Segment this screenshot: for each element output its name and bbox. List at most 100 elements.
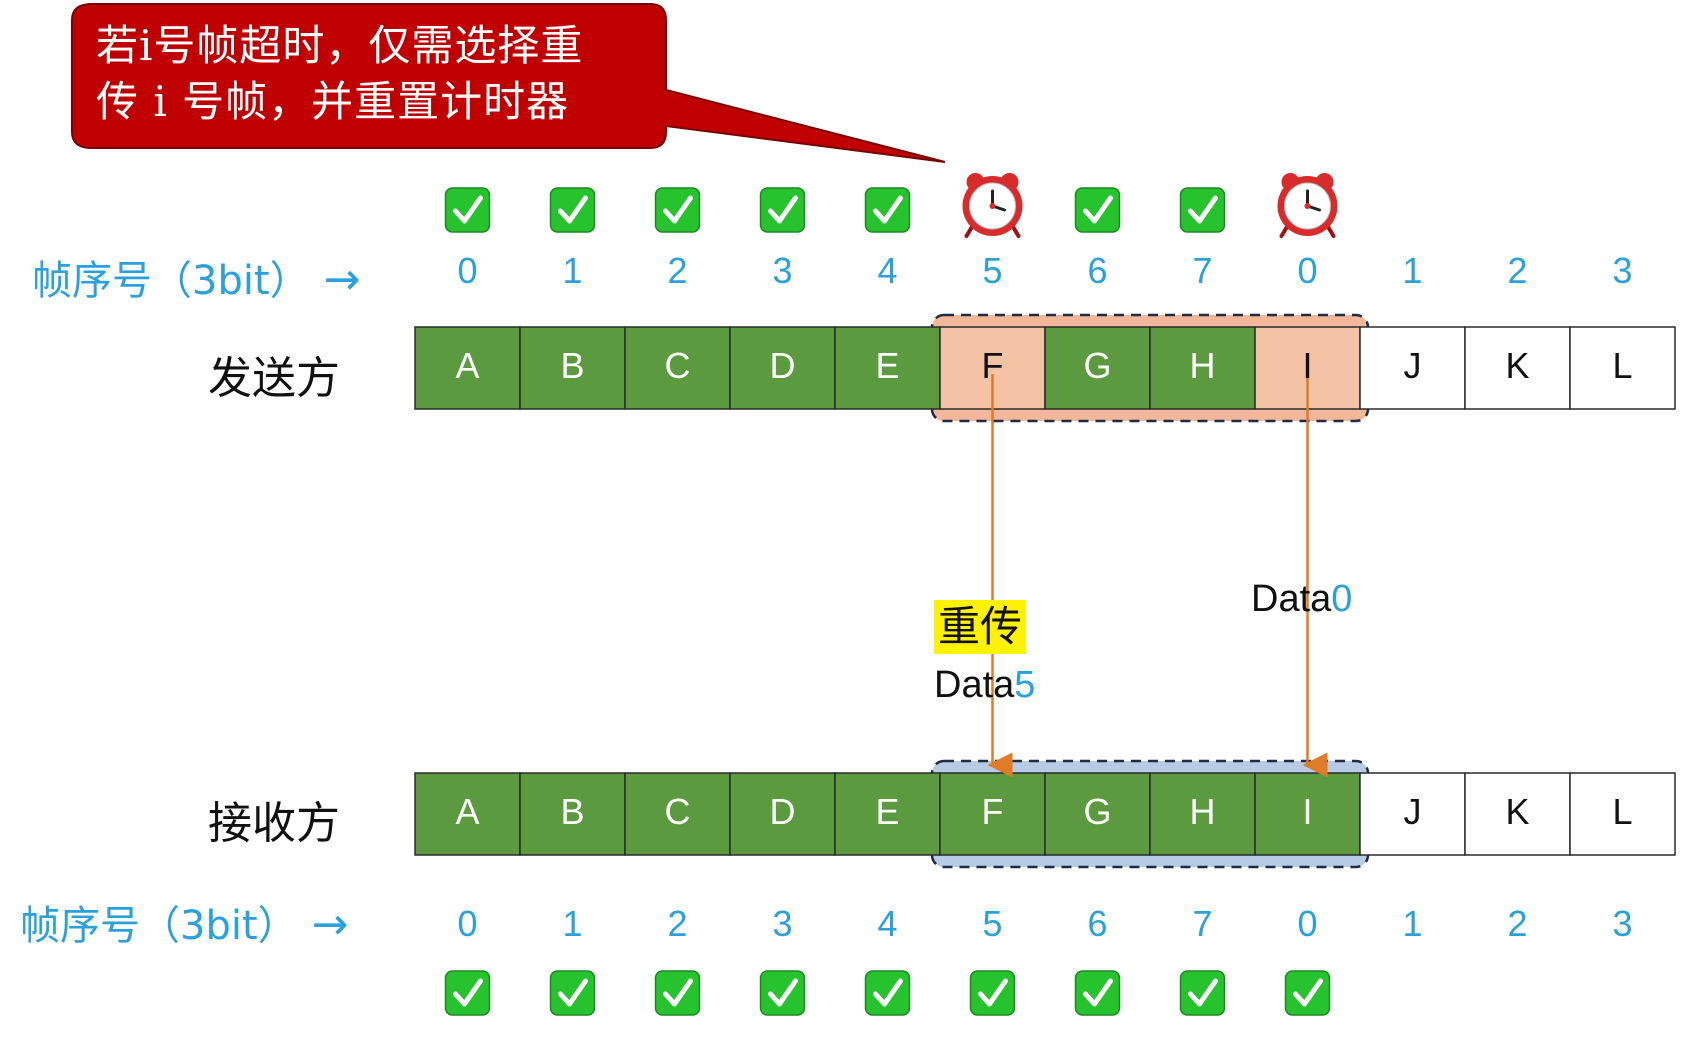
sender-seq-number: 2 — [1507, 250, 1528, 291]
receiver-frame-cell — [519, 772, 626, 856]
data-seq-num: 0 — [1331, 578, 1353, 620]
receiver-frame-label: B — [560, 791, 585, 832]
sender-title: 发送方 — [208, 353, 340, 404]
sender-frame-label: B — [560, 345, 585, 386]
data5-label: Data5 — [934, 664, 1035, 707]
receiver-seq-number: 6 — [1087, 903, 1108, 944]
sender-frame-label: E — [875, 345, 900, 386]
check-mark-icon — [1074, 187, 1121, 233]
receiver-title: 接收方 — [208, 798, 340, 849]
receiver-frame-label: F — [981, 791, 1004, 832]
receiver-seq-number: 5 — [982, 903, 1003, 944]
check-mark-icon — [864, 970, 911, 1016]
seq-label-text: 帧序号（3bit） — [20, 903, 298, 949]
receiver-frame-label: L — [1612, 791, 1633, 832]
receiver-frame-cell — [1569, 772, 1676, 856]
right-arrow-icon: → — [323, 254, 361, 305]
check-mark-icon — [549, 970, 596, 1016]
receiver-frame-cell — [939, 772, 1046, 856]
sender-frame-label: H — [1189, 345, 1216, 386]
receiver-seq-number: 7 — [1192, 903, 1213, 944]
check-mark-icon — [1074, 970, 1121, 1016]
callout-text: 若i号帧超时，仅需选择重 传 i 号帧，并重置计时器 — [96, 18, 656, 130]
data-word: Data — [1251, 578, 1332, 620]
receiver-seq-number: 3 — [1612, 903, 1633, 944]
check-mark-icon — [1179, 187, 1226, 233]
alarm-clock-icon — [962, 173, 1023, 238]
sender-frame-label: I — [1302, 345, 1313, 386]
sender-frame-cell — [834, 326, 941, 410]
sender-frame-cell — [1359, 326, 1466, 410]
sender-frame-cell — [1464, 326, 1571, 410]
sender-seq-number: 4 — [877, 250, 898, 291]
sender-seq-number: 1 — [1402, 250, 1423, 291]
receiver-seq-number: 1 — [562, 903, 583, 944]
sender-seq-number: 3 — [772, 250, 793, 291]
sender-frame-cell — [1044, 326, 1151, 410]
receiver-frame-label: J — [1403, 791, 1422, 832]
receiver-frame-label: C — [664, 791, 691, 832]
sender-frame-label: C — [664, 345, 691, 386]
receiver-frame-label: E — [875, 791, 900, 832]
receiver-frame-label: K — [1505, 791, 1530, 832]
data-word: Data — [934, 664, 1015, 706]
receiver-frame-label: I — [1302, 791, 1313, 832]
receiver-frame-label: G — [1083, 791, 1112, 832]
check-mark-icon — [444, 187, 491, 233]
check-mark-icon — [549, 187, 596, 233]
callout-line-2: 传 i 号帧，并重置计时器 — [96, 77, 570, 126]
check-mark-icon — [864, 187, 911, 233]
check-mark-icon — [654, 187, 701, 233]
sender-seq-label: 帧序号（3bit） → — [32, 248, 361, 306]
alarm-clock-icon — [1277, 173, 1338, 238]
receiver-frame-cell — [624, 772, 731, 856]
receiver-frame-cell — [834, 772, 941, 856]
data0-label: Data0 — [1251, 578, 1352, 621]
sender-frame-cell — [729, 326, 836, 410]
check-mark-icon — [759, 970, 806, 1016]
sender-seq-number: 3 — [1612, 250, 1633, 291]
sender-frame-cell — [1569, 326, 1676, 410]
sender-frame-label: F — [981, 345, 1004, 386]
sender-frame-label: K — [1505, 345, 1530, 386]
sender-seq-number: 7 — [1192, 250, 1213, 291]
receiver-seq-number: 0 — [457, 903, 478, 944]
sender-seq-number: 2 — [667, 250, 688, 291]
sender-seq-number: 0 — [457, 250, 478, 291]
receiver-frame-cell — [1359, 772, 1466, 856]
receiver-frame-cell — [1044, 772, 1151, 856]
receiver-frame-label: A — [455, 791, 480, 832]
seq-label-text: 帧序号（3bit） — [32, 258, 310, 304]
receiver-seq-number: 2 — [667, 903, 688, 944]
receiver-frame-cell — [414, 772, 521, 856]
right-arrow-icon: → — [311, 899, 349, 950]
check-mark-icon — [1179, 970, 1226, 1016]
receiver-seq-number: 0 — [1297, 903, 1318, 944]
sender-seq-number: 1 — [562, 250, 583, 291]
retransmit-tag: 重传 — [934, 600, 1027, 654]
sender-frame-cell — [624, 326, 731, 410]
receiver-seq-label: 帧序号（3bit） → — [20, 893, 349, 951]
sender-frame-label: J — [1403, 345, 1422, 386]
receiver-seq-number: 4 — [877, 903, 898, 944]
check-mark-icon — [654, 970, 701, 1016]
sender-seq-number: 5 — [982, 250, 1003, 291]
check-mark-icon — [759, 187, 806, 233]
callout-line-1: 若i号帧超时，仅需选择重 — [96, 21, 584, 70]
check-mark-icon — [1284, 970, 1331, 1016]
sender-frame-label: D — [769, 345, 796, 386]
check-mark-icon — [444, 970, 491, 1016]
sender-seq-number: 6 — [1087, 250, 1108, 291]
receiver-frame-cell — [1254, 772, 1361, 856]
callout-bubble — [71, 3, 946, 163]
receiver-seq-number: 3 — [772, 903, 793, 944]
sender-frame-label: A — [455, 345, 480, 386]
sender-frame-label: L — [1612, 345, 1633, 386]
receiver-seq-number: 1 — [1402, 903, 1423, 944]
sender-frame-cell — [519, 326, 626, 410]
sender-seq-number: 0 — [1297, 250, 1318, 291]
receiver-frame-cell — [1464, 772, 1571, 856]
receiver-frame-cell — [729, 772, 836, 856]
sender-frame-cell — [1149, 326, 1256, 410]
